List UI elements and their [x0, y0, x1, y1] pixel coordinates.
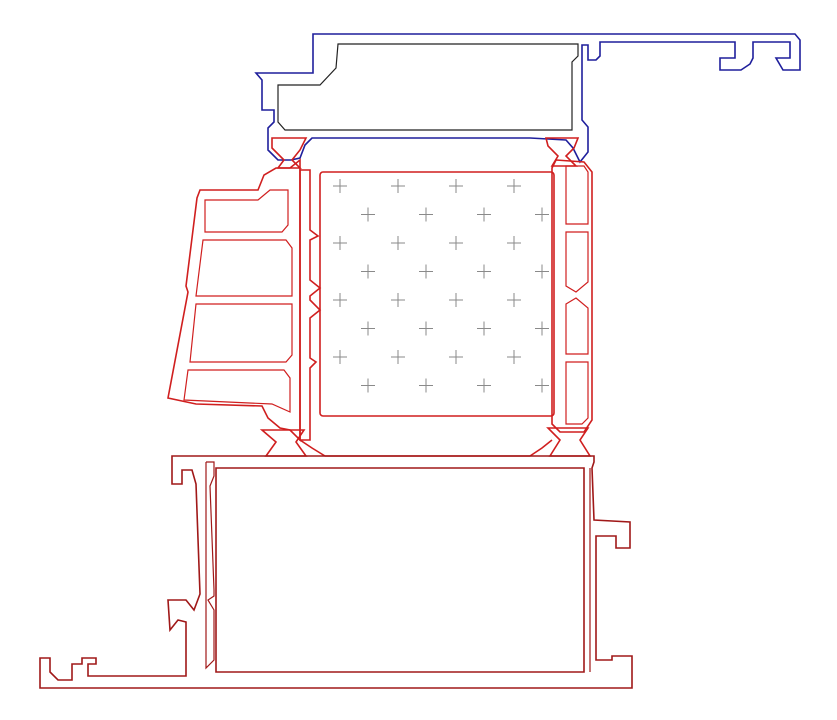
insulation-plus-mark [507, 236, 521, 250]
cap-outline [254, 33, 801, 164]
insulation-plus-mark [449, 293, 463, 307]
insulation-plus-mark [449, 350, 463, 364]
insulation-plus-mark [391, 179, 405, 193]
insulation-plus-mark [333, 236, 347, 250]
insulation-plus-mark [361, 321, 375, 336]
insulation-plus-mark [419, 264, 433, 279]
insulation-plus-mark [361, 264, 375, 279]
gasket-right-top [544, 137, 580, 167]
insulation-plus-mark [449, 179, 463, 193]
gasket-left-top [271, 137, 308, 169]
left-web [299, 169, 322, 441]
insulation-plus-mark [535, 378, 549, 393]
insulation-plus-mark [535, 264, 549, 279]
insulation-plus-mark [419, 378, 433, 393]
insulation-plus-mark [477, 207, 491, 222]
insulation-fill-pattern [333, 179, 549, 393]
insulation-plus-mark [333, 350, 347, 364]
insulation-plus-mark [477, 321, 491, 336]
insulation-plus-mark [419, 207, 433, 222]
insulation-plus-mark [449, 236, 463, 250]
insulation-plus-mark [507, 350, 521, 364]
insulation-plus-mark [391, 293, 405, 307]
insulation-plus-mark [507, 293, 521, 307]
insulation-plus-mark [477, 264, 491, 279]
insulation-plus-mark [535, 321, 549, 336]
thermal-profile [167, 158, 593, 457]
insulation-plus-mark [333, 179, 347, 193]
insulation-plus-mark [391, 236, 405, 250]
left-frame-chambers [183, 189, 293, 413]
right-hatched-strip [551, 159, 593, 433]
insulation-plus-mark [333, 293, 347, 307]
insulation-plus-mark [391, 350, 405, 364]
lower-glazing-rail [299, 439, 553, 457]
base-outline [39, 455, 633, 689]
gaskets [259, 137, 592, 457]
base-inner-wall-left [205, 461, 215, 670]
cap-profile [254, 33, 801, 164]
insulation-plus-mark [477, 378, 491, 393]
insulation-plus-mark [535, 207, 549, 222]
insulation-plus-mark [419, 321, 433, 336]
base-inner-chamber [215, 467, 585, 673]
base-profile [39, 455, 633, 689]
insulation-plus-mark [507, 179, 521, 193]
right-strip-chambers [565, 165, 589, 425]
cap-inner-chamber [277, 43, 579, 131]
insulation-plus-mark [361, 378, 375, 393]
left-hatched-frame [167, 158, 301, 442]
insulation-plus-mark [361, 207, 375, 222]
glass-pane [319, 171, 555, 417]
